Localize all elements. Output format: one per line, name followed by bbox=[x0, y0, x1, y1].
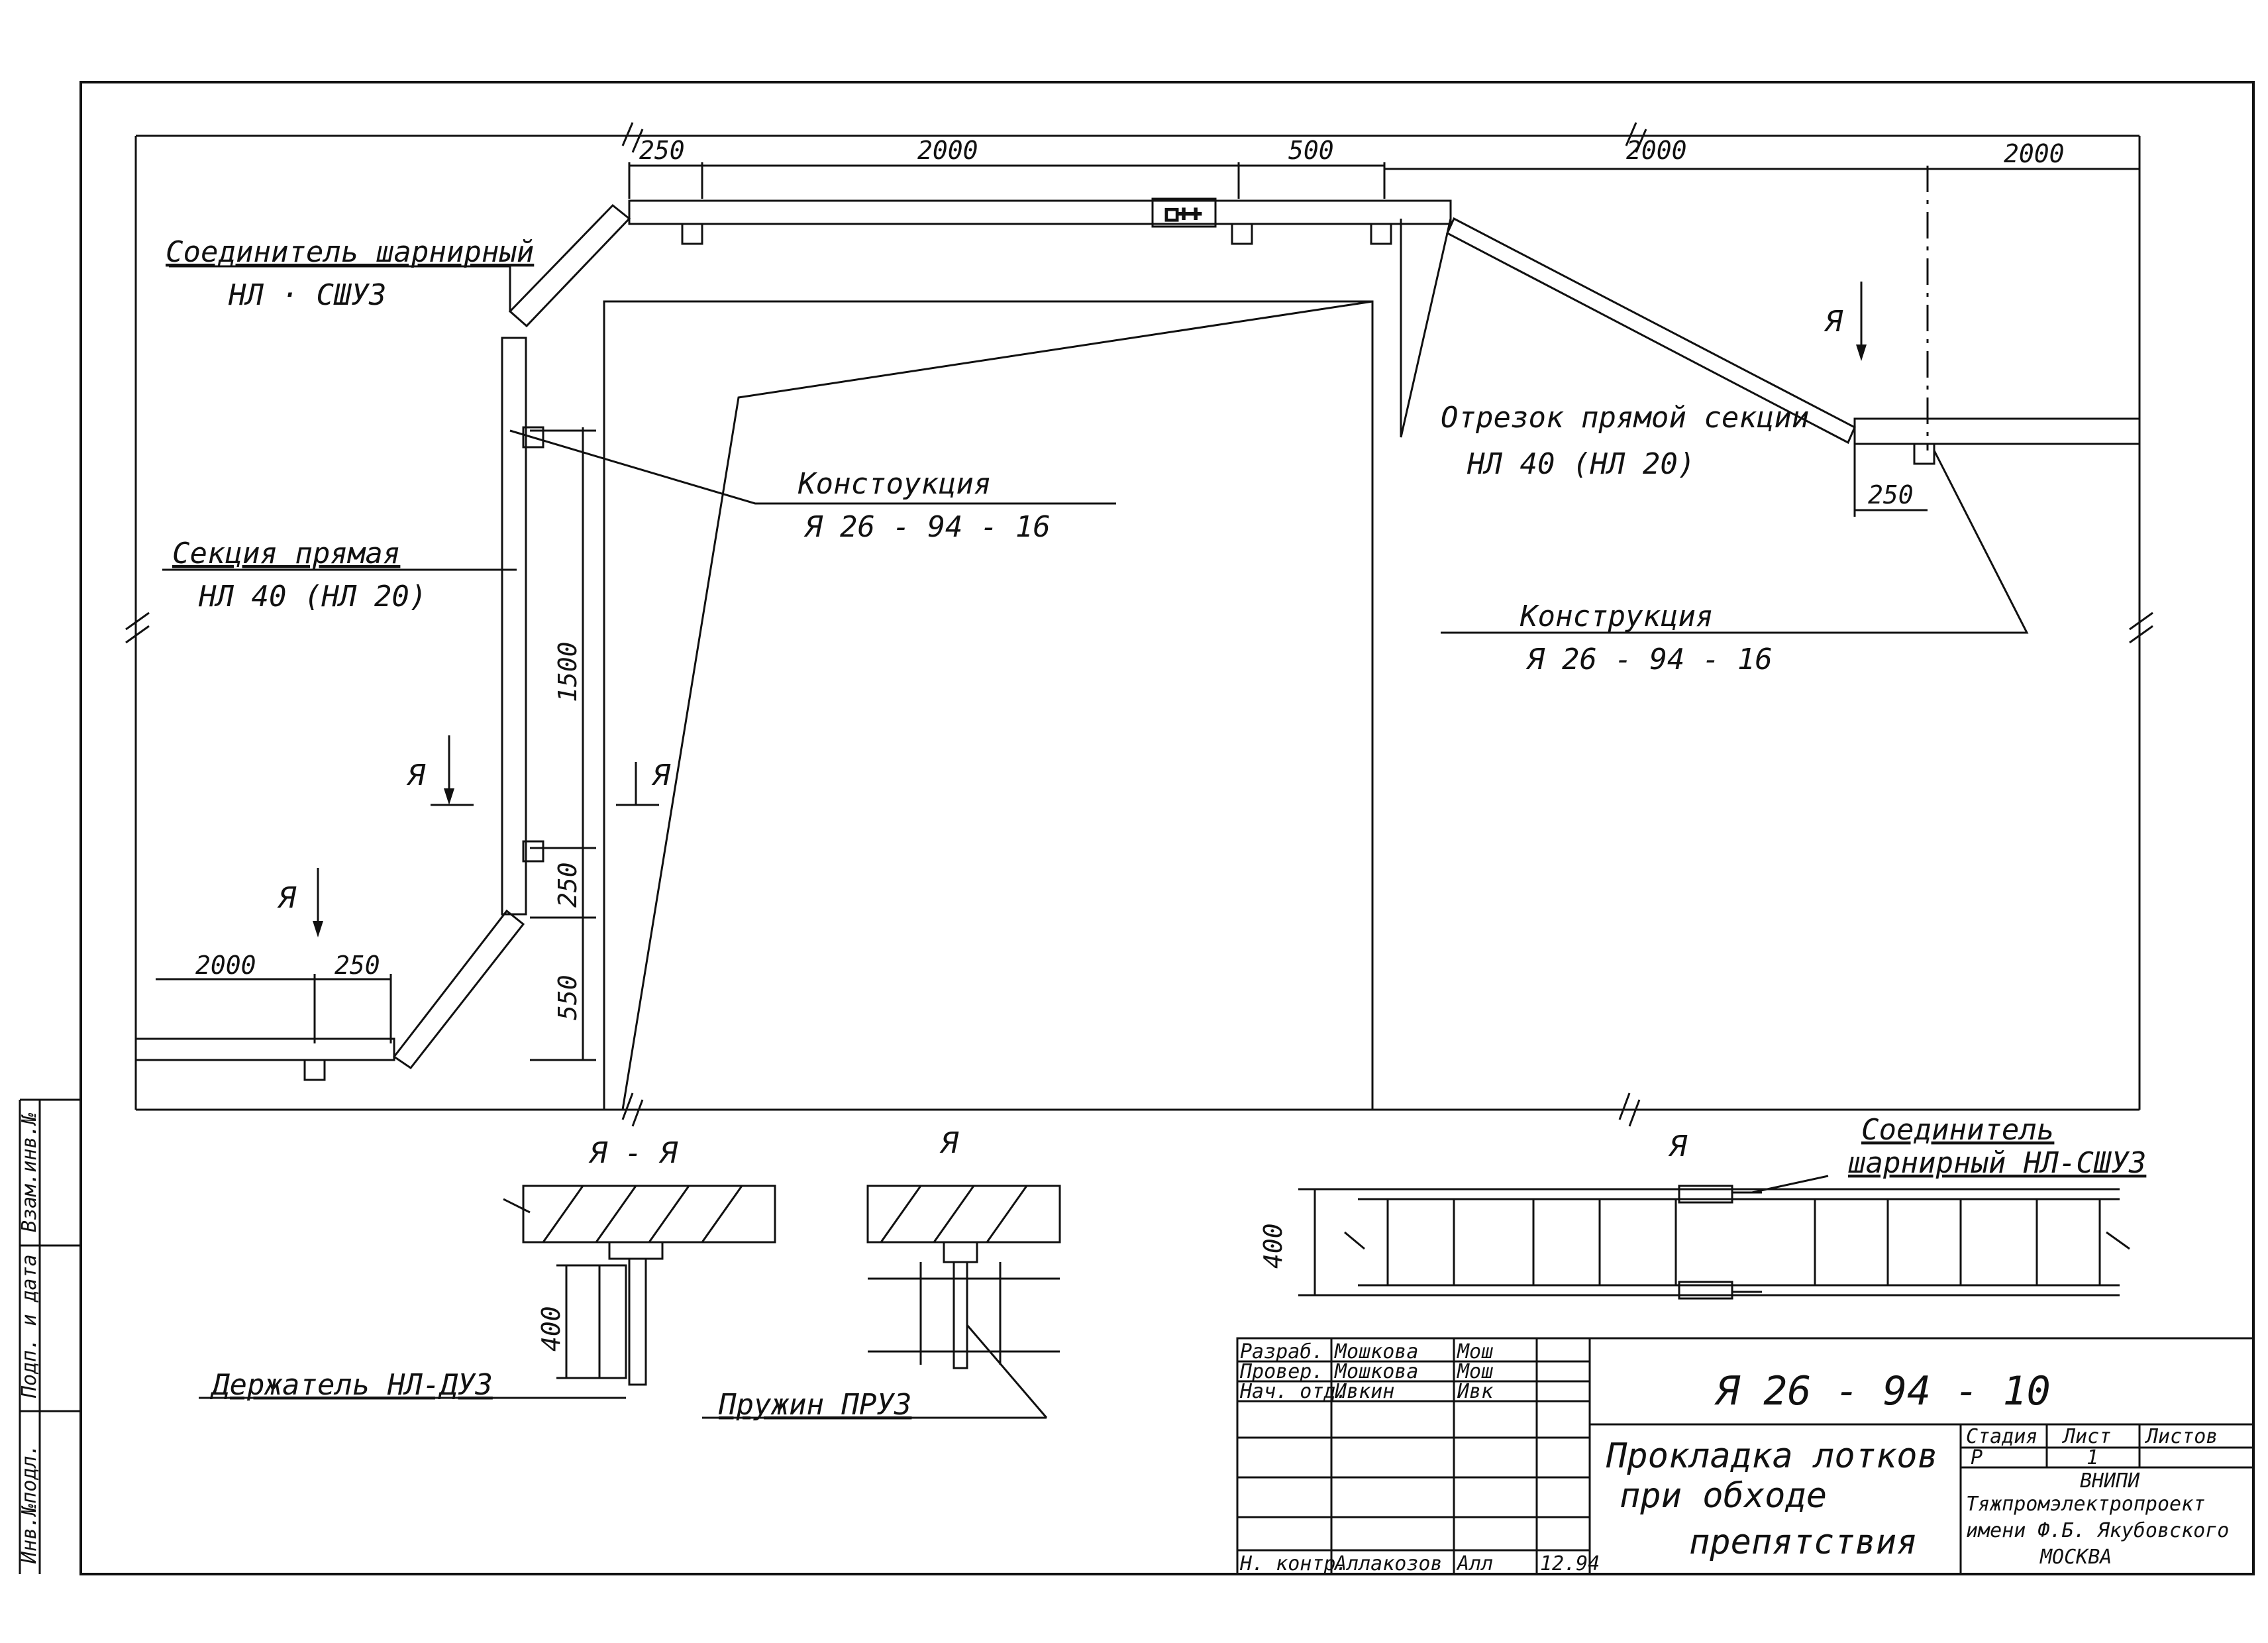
tb-title-3: препятствия bbox=[1689, 1522, 1917, 1562]
margin-label-inv: Инв.№подл. bbox=[18, 1444, 41, 1564]
tb-sign-0: Мош bbox=[1457, 1340, 1493, 1363]
tb-sheets-header: Листов bbox=[2144, 1425, 2218, 1448]
plan-detail bbox=[1298, 1175, 2130, 1300]
section-mark-right: Я bbox=[1824, 305, 1843, 339]
label-connector-bottom-1: Соединитель bbox=[1861, 1113, 2054, 1147]
dim-vert-550: 550 bbox=[553, 975, 582, 1020]
tb-stage-value: Р bbox=[1971, 1446, 1983, 1469]
dim-top-2000-a: 2000 bbox=[917, 136, 978, 165]
tb-org-4: МОСКВА bbox=[2039, 1546, 2112, 1569]
dim-bottom-250: 250 bbox=[335, 951, 380, 980]
left-margin-stamp bbox=[19, 1098, 81, 1574]
tb-role-2: Нач. отд. bbox=[1239, 1380, 1348, 1403]
section-mark-mid: Я bbox=[651, 759, 671, 792]
cut-a bbox=[702, 1185, 1061, 1419]
section-mark-low: Я bbox=[277, 881, 297, 915]
dim-bottom-2000: 2000 bbox=[195, 951, 256, 980]
label-connector-top-2: НЛ · СШУ3 bbox=[228, 278, 386, 312]
tb-name-3: Аллакозов bbox=[1333, 1552, 1443, 1575]
tb-title-2: при обходе bbox=[1620, 1476, 1827, 1516]
tb-role-0: Разраб. bbox=[1240, 1340, 1323, 1363]
label-segment-right-1: Отрезок прямой секции bbox=[1441, 401, 1809, 435]
label-construction-right-2: Я 26 - 94 - 16 bbox=[1525, 643, 1773, 676]
tb-org-2: Тяжпромэлектропроект bbox=[1966, 1493, 2205, 1516]
tb-name-2: Ивкин bbox=[1334, 1380, 1394, 1403]
margin-label-replace: Взам.инв.№ bbox=[18, 1112, 41, 1232]
label-connector-top-1: Соединитель шарнирный bbox=[166, 235, 534, 269]
dim-section-400: 400 bbox=[537, 1306, 566, 1352]
tb-role-1: Провер. bbox=[1239, 1360, 1323, 1383]
dim-right-250: 250 bbox=[1868, 480, 1914, 509]
tb-role-3: Н. контр. bbox=[1239, 1552, 1348, 1575]
label-holder: Держатель НЛ-ДУ3 bbox=[209, 1368, 493, 1402]
tb-org-3: имени Ф.Б. Якубовского bbox=[1966, 1519, 2229, 1542]
label-segment-right-2: НЛ 40 (НЛ 20) bbox=[1467, 447, 1695, 481]
tb-org-1: ВНИПИ bbox=[2080, 1469, 2140, 1493]
tb-name-0: Мошкова bbox=[1334, 1340, 1418, 1363]
sheet-frame bbox=[79, 81, 2255, 1575]
section-aa-title: Я - Я bbox=[588, 1136, 678, 1170]
tb-sheet-header: Лист bbox=[2061, 1425, 2111, 1448]
tb-name-1: Мошкова bbox=[1334, 1360, 1418, 1383]
svg-text:□++: □++ bbox=[1166, 202, 1202, 225]
dim-top-500: 500 bbox=[1288, 136, 1334, 165]
tb-code: Я 26 - 94 - 10 bbox=[1714, 1368, 2051, 1414]
tb-stage-header: Стадия bbox=[1966, 1425, 2037, 1448]
dim-top-2000-b: 2000 bbox=[1626, 136, 1687, 165]
dim-top-250: 250 bbox=[639, 136, 685, 165]
tb-title-1: Прокладка лотков bbox=[1606, 1436, 1938, 1476]
label-construction-left-1: Констоукция bbox=[798, 467, 991, 501]
section-mark-left: Я bbox=[406, 759, 426, 792]
dim-vert-250: 250 bbox=[553, 862, 582, 908]
margin-label-sign: Подп. и дата bbox=[18, 1254, 41, 1399]
label-section-straight-2: НЛ 40 (НЛ 20) bbox=[198, 580, 427, 613]
dim-plan-400: 400 bbox=[1259, 1223, 1288, 1269]
tb-sign-3: Алл bbox=[1456, 1552, 1493, 1575]
dim-vert-1500: 1500 bbox=[553, 641, 582, 702]
tb-sign-1: Мош bbox=[1457, 1360, 1493, 1383]
label-spring: Пружин ПРУ3 bbox=[718, 1388, 911, 1422]
label-construction-left-2: Я 26 - 94 - 16 bbox=[803, 510, 1051, 544]
label-section-straight-1: Секция прямая bbox=[172, 537, 400, 570]
tb-sheet-value: 1 bbox=[2087, 1446, 2098, 1469]
label-construction-right-1: Конструкция bbox=[1520, 600, 1713, 633]
dim-top-2000-c: 2000 bbox=[2004, 139, 2065, 168]
arrow-heads bbox=[313, 344, 1867, 937]
tb-date-3: 12.94 bbox=[1540, 1552, 1600, 1575]
label-connector-bottom-2: шарнирный НЛ-СШУ3 bbox=[1848, 1146, 2146, 1180]
plan-view: □++ bbox=[125, 122, 2153, 1127]
section-aa bbox=[199, 1185, 776, 1399]
tb-sign-2: Ивк bbox=[1457, 1380, 1494, 1403]
title-block bbox=[1236, 1337, 2255, 1575]
plan-detail-mark: Я bbox=[1668, 1130, 1688, 1163]
cut-a-title: Я bbox=[939, 1126, 959, 1160]
